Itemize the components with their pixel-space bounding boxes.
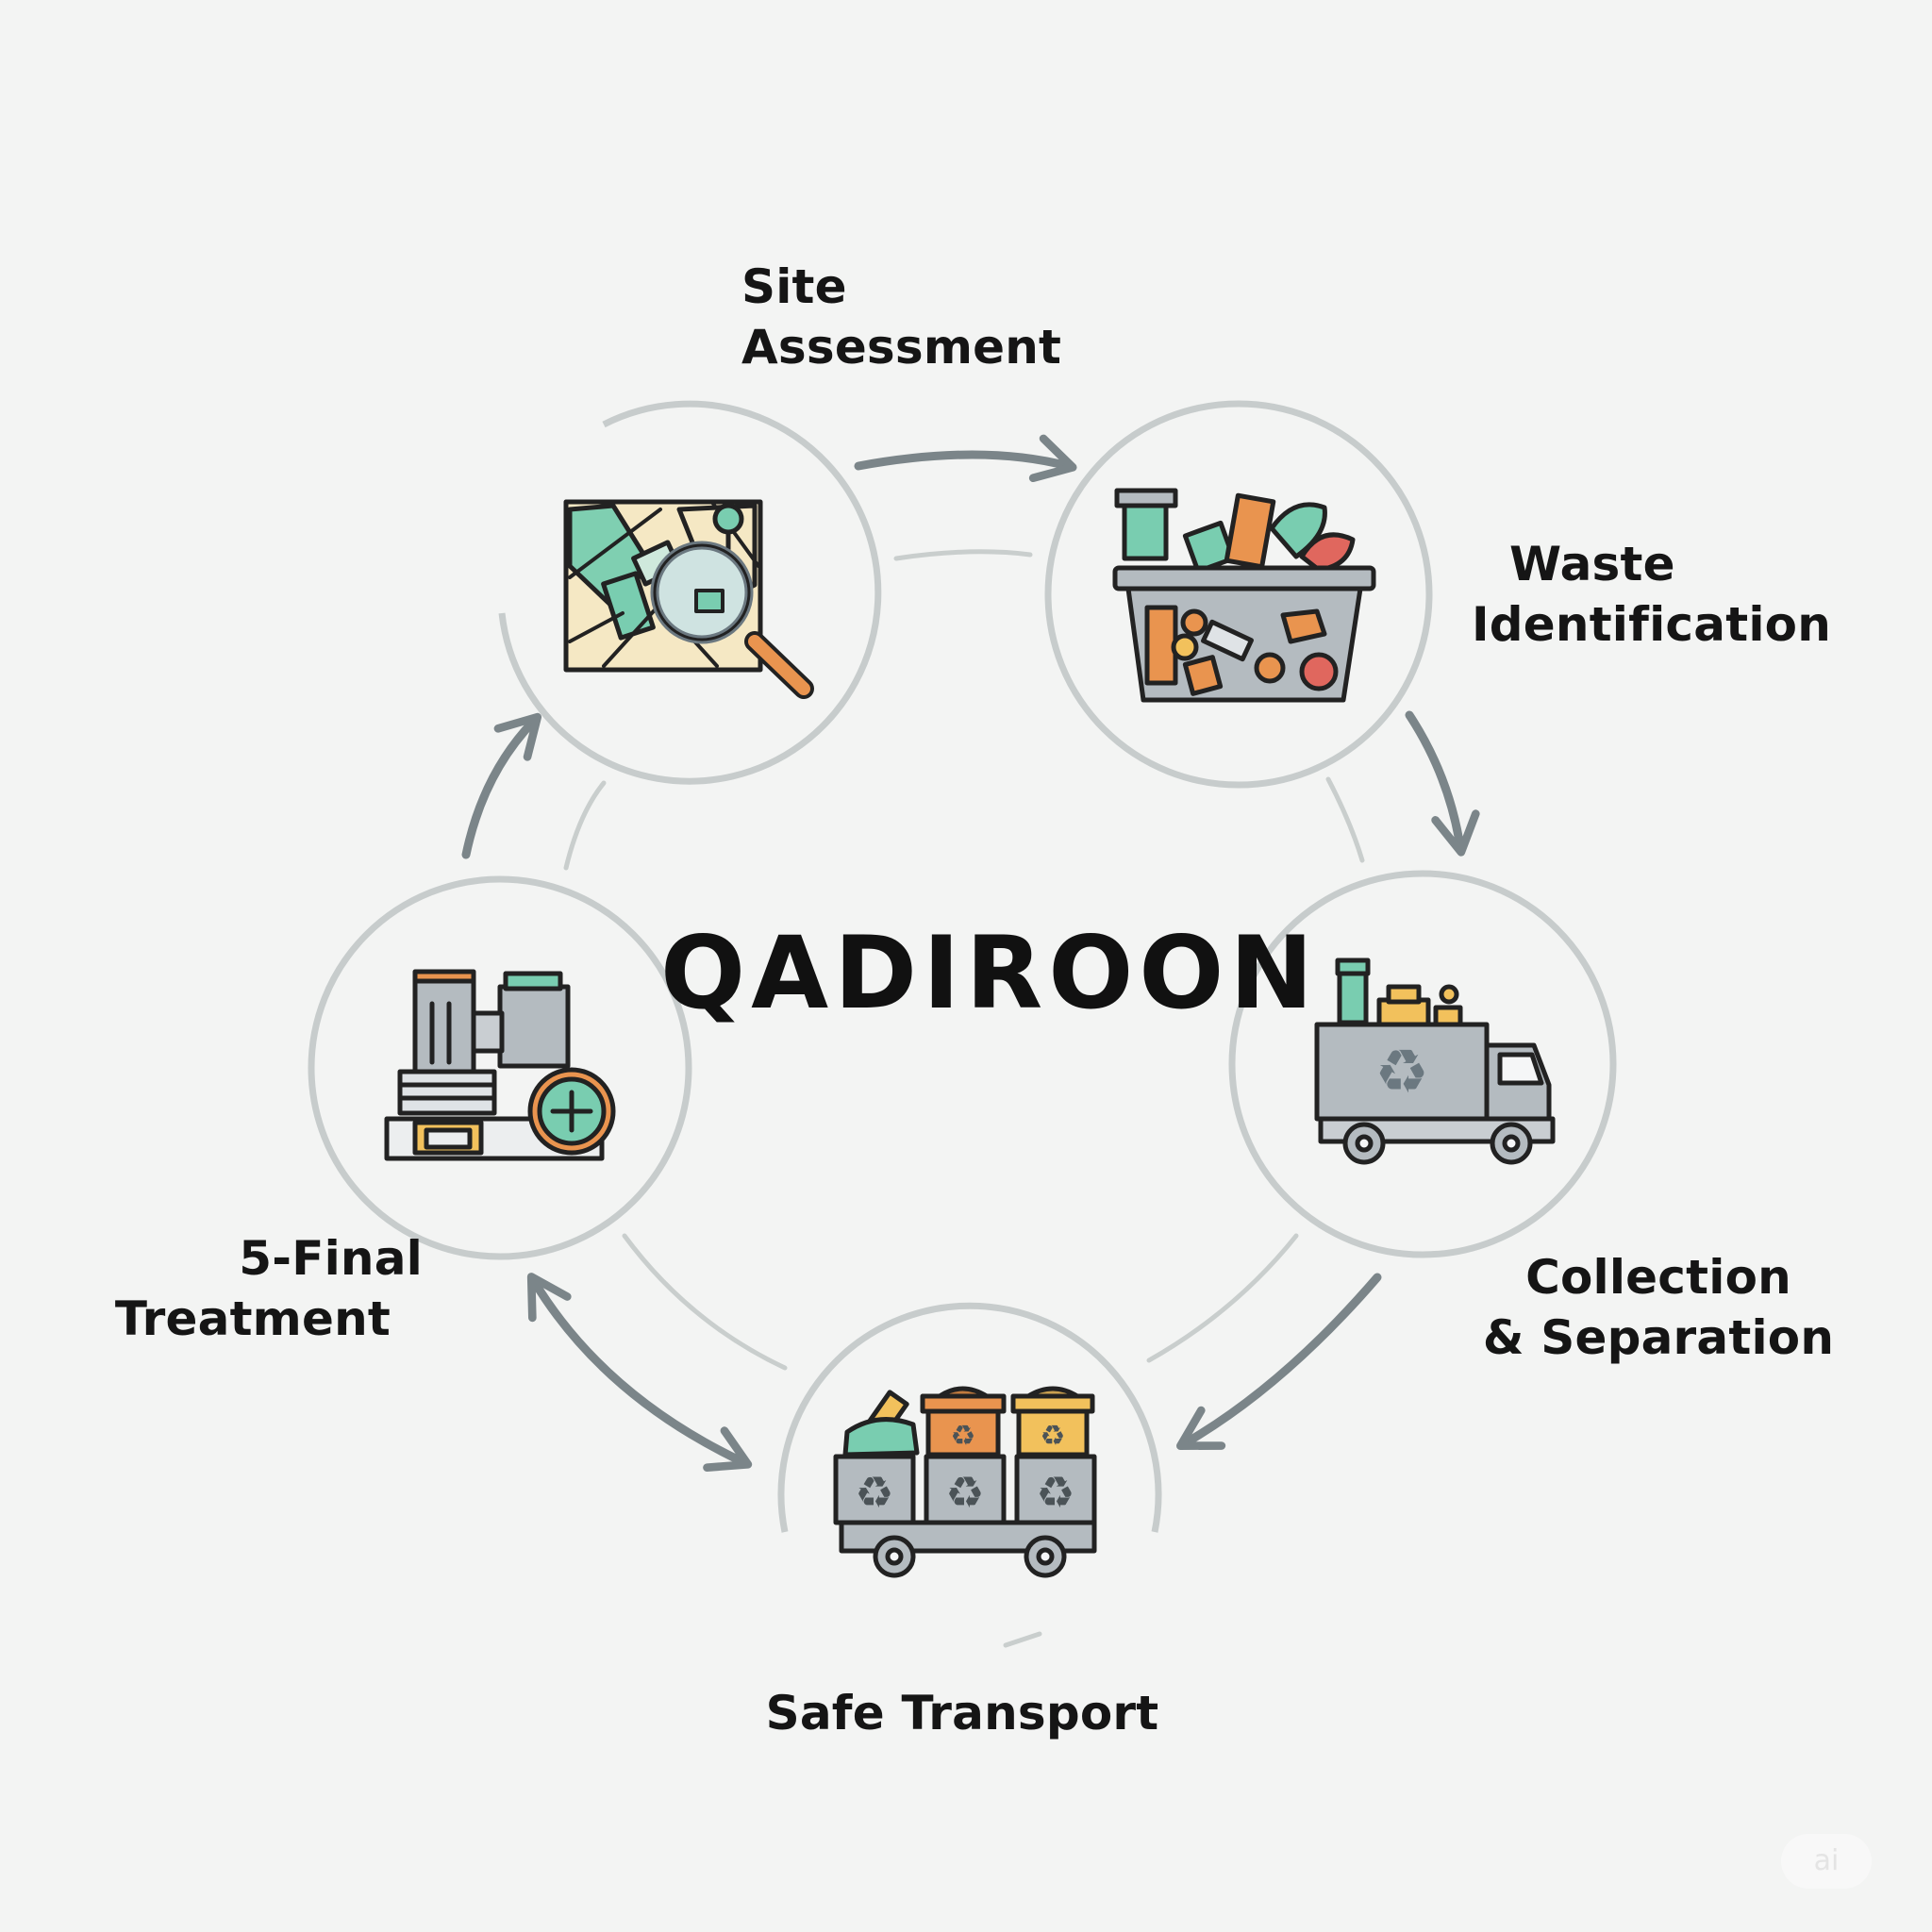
label-final-treatment-line1: 5-Final (239, 1231, 423, 1286)
arrow-transport-final-double (526, 1273, 753, 1472)
label-waste-identification-line2: Identification (1472, 597, 1831, 652)
label-safe-transport: Safe Transport (717, 1683, 1208, 1743)
map-magnifier-icon (563, 499, 814, 699)
label-final-treatment-line2: Treatment (114, 1291, 391, 1346)
connector-arc-1 (893, 549, 1033, 561)
connector-arc-5 (563, 780, 607, 871)
arrow-waste-to-collection (1405, 710, 1480, 857)
label-waste-identification-line1: Waste (1509, 537, 1675, 591)
label-waste-identification: Waste Identification (1472, 534, 1868, 655)
recycling-bins-cart-icon: ♻ ♻ ♻ ♻ ♻ (833, 1386, 1097, 1578)
arrow-collection-to-transport (1176, 1273, 1382, 1451)
label-site-assessment-line1: Site Assessment (741, 259, 1062, 375)
ring-final-treatment (308, 875, 692, 1260)
svg-text:♻: ♻ (945, 1467, 984, 1518)
waste-bin-icon (1112, 488, 1376, 703)
label-collection-separation-line1: Collection (1525, 1250, 1791, 1305)
garbage-truck-icon: ♻ (1314, 958, 1556, 1165)
watermark-badge: ai (1781, 1834, 1872, 1889)
label-site-assessment: Site Assessment (741, 257, 1157, 377)
connector-arc-3 (1146, 1233, 1299, 1363)
label-collection-separation: Collection & Separation (1460, 1247, 1857, 1368)
svg-text:♻: ♻ (1374, 1038, 1428, 1108)
label-safe-transport-line1: Safe Transport (765, 1686, 1159, 1740)
svg-text:♻: ♻ (855, 1467, 893, 1518)
diagram-title: QADIROON (660, 915, 1320, 1031)
treatment-plant-icon (384, 969, 616, 1161)
arrow-final-to-site (461, 712, 542, 859)
label-final-treatment: 5-Final Treatment (111, 1228, 423, 1349)
arrow-site-to-waste (854, 434, 1077, 483)
ring-collection-separation (1228, 870, 1617, 1258)
svg-text:♻: ♻ (1036, 1467, 1074, 1518)
ring-site-assessment (498, 400, 882, 785)
label-collection-separation-line2: & Separation (1482, 1310, 1835, 1365)
connector-arc-4 (622, 1233, 788, 1371)
connector-arc-2 (1325, 776, 1365, 863)
step-rings (308, 400, 1617, 1533)
connector-arc-6 (1003, 1631, 1042, 1648)
ring-safe-transport (777, 1302, 1162, 1533)
flow-arrows (461, 434, 1480, 1472)
ring-waste-identification (1044, 400, 1433, 789)
svg-text:♻: ♻ (1041, 1420, 1066, 1453)
connector-arcs (563, 549, 1365, 1648)
svg-text:♻: ♻ (951, 1420, 976, 1453)
